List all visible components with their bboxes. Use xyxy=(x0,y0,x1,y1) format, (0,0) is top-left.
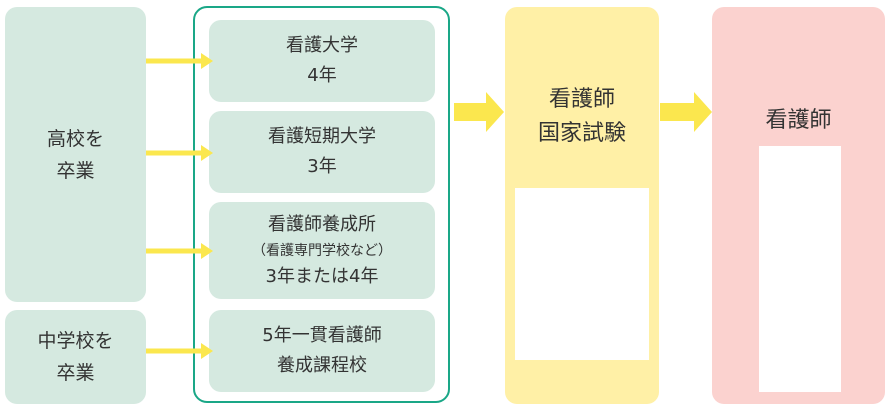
school-group-frame xyxy=(193,6,450,403)
nursing-university-name: 看護大学 xyxy=(286,35,358,56)
nurse-result-label: 看護師 xyxy=(765,108,832,133)
middle-school-label-line2: 卒業 xyxy=(56,362,95,384)
five-year-program-box: 5年一貫看護師 養成課程校 xyxy=(209,310,435,392)
nursing-junior-college-years: 3年 xyxy=(307,156,337,177)
middle-school-graduate-box: 中学校を 卒業 xyxy=(5,310,146,404)
nursing-university-years: 4年 xyxy=(307,65,337,86)
nursing-university-box: 看護大学 4年 xyxy=(209,20,435,102)
arrow-schools-to-exam-icon xyxy=(454,92,504,132)
national-exam-blank-area xyxy=(515,188,649,360)
five-year-program-line1: 5年一貫看護師 xyxy=(262,325,382,346)
high-school-graduate-box: 高校を 卒業 xyxy=(5,7,146,302)
nursing-junior-college-box: 看護短期大学 3年 xyxy=(209,111,435,193)
five-year-program-line2: 養成課程校 xyxy=(277,355,367,376)
national-exam-line1: 看護師 xyxy=(548,87,615,112)
nurse-result-blank-area xyxy=(759,146,841,392)
high-school-label-line1: 高校を xyxy=(46,127,104,150)
arrow-exam-to-nurse-icon xyxy=(660,92,712,132)
nurse-training-school-name: 看護師養成所 xyxy=(268,213,376,235)
national-exam-line2: 国家試験 xyxy=(537,121,626,146)
nurse-training-school-years: 3年または4年 xyxy=(265,265,379,287)
nurse-training-school-note: （看護専門学校など） xyxy=(252,242,392,259)
high-school-label-line2: 卒業 xyxy=(56,159,95,182)
middle-school-label-line1: 中学校を xyxy=(37,330,114,352)
nursing-junior-college-name: 看護短期大学 xyxy=(268,126,376,147)
nurse-training-school-box: 看護師養成所 （看護専門学校など） 3年または4年 xyxy=(209,202,435,299)
